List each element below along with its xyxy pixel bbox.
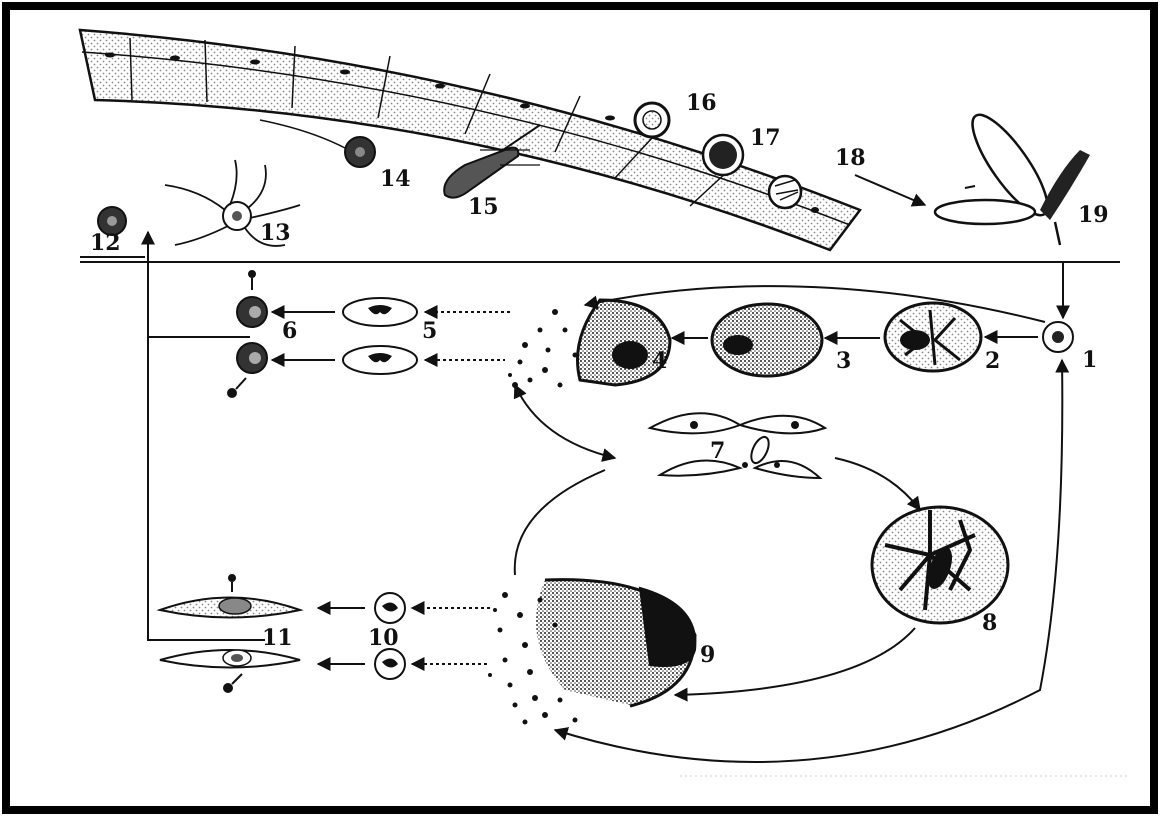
zygote (260, 120, 375, 167)
arrow-9-7 (515, 470, 605, 575)
label-3: 3 (836, 348, 851, 374)
label-8: 8 (982, 610, 997, 636)
label-11: 11 (262, 625, 293, 651)
label-2: 2 (985, 348, 1000, 374)
label-16: 16 (686, 90, 717, 116)
stage-schizont-rupture (508, 300, 670, 388)
label-1: 1 (1082, 347, 1097, 373)
stage-blood-schizont-rupture (488, 580, 695, 725)
label-4: 4 (652, 348, 667, 374)
label-14: 14 (380, 166, 411, 192)
oocyst-mature (703, 135, 743, 175)
label-7: 7 (710, 438, 725, 464)
stage-young-gametocyte-upper (375, 593, 405, 623)
stage-blood-schizont (872, 507, 1008, 623)
label-5: 5 (422, 318, 437, 344)
label-19: 19 (1078, 202, 1109, 228)
stage-gametocyte-rbc-lower (343, 346, 417, 374)
label-9: 9 (700, 642, 715, 668)
label-13: 13 (260, 220, 291, 246)
stage-young-gametocyte-lower (375, 649, 405, 679)
arrow-7-8 (835, 458, 920, 510)
stage-liver-schizont-early (885, 303, 981, 371)
stage-male-gametocyte (237, 343, 267, 373)
line-left-bottom (148, 337, 265, 640)
stage-liver-schizont-mature (712, 304, 822, 376)
stage-female-gametocyte (237, 297, 267, 327)
arrow-to-macrogamete (148, 232, 250, 337)
stage-sporozoite (1043, 322, 1073, 352)
label-10: 10 (368, 625, 399, 651)
oocyst-young (635, 103, 669, 137)
arrow-4-7 (515, 385, 615, 458)
arrow-sporozoite-to-mosquito (855, 175, 925, 205)
stage-mature-gametocyte-female (160, 598, 300, 618)
label-18: 18 (835, 145, 866, 171)
label-6: 6 (282, 318, 297, 344)
stage-gametocyte-rbc-upper (343, 298, 417, 326)
stage-mature-gametocyte-male (160, 650, 300, 668)
label-17: 17 (750, 125, 781, 151)
label-12: 12 (90, 230, 121, 256)
label-15: 15 (468, 194, 499, 220)
mosquito (935, 106, 1090, 245)
stage-merozoite-invasion (650, 413, 825, 478)
oocyst-rupturing (769, 176, 801, 208)
